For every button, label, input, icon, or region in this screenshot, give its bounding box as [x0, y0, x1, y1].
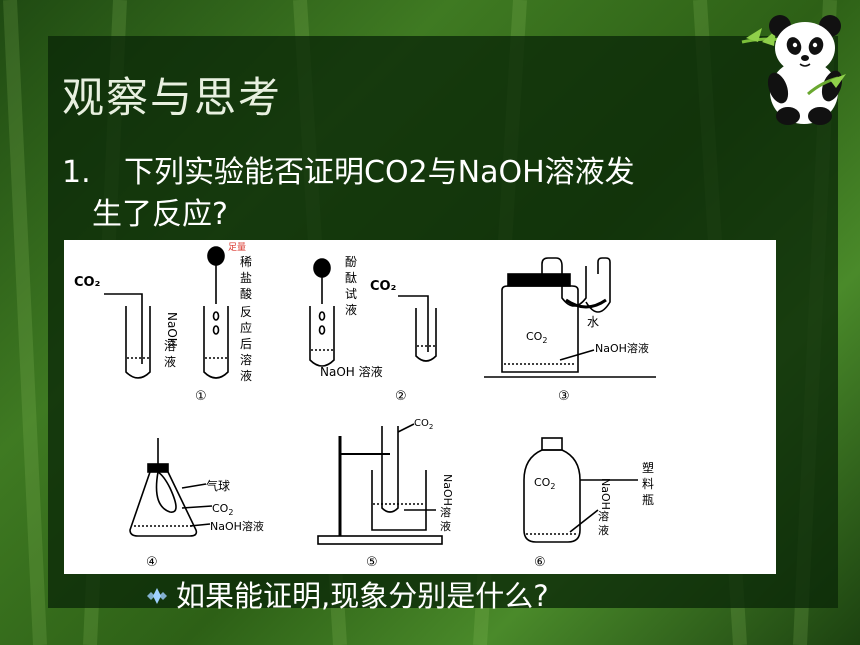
- exp6-ping: 瓶: [642, 493, 654, 507]
- exp2-test-tube-2: [415, 308, 437, 362]
- question-line-2: 生了反应?: [92, 197, 228, 232]
- exp4-leader-2: [181, 505, 213, 509]
- exp1-zuliang-label: 足量: [228, 242, 246, 253]
- exp2-naoh-label: NaOH 溶液: [320, 364, 383, 379]
- exp1-ye-2: 液: [240, 368, 252, 383]
- exp5-co2-sub: 2: [429, 423, 433, 431]
- follow-up-text: 如果能证明,现象分别是什么?: [176, 579, 549, 613]
- exp4-stopper: [147, 463, 169, 473]
- exp6-plastic-bottle: [523, 449, 581, 543]
- exp6-liao: 料: [642, 477, 654, 491]
- exp1-test-tube: [125, 306, 151, 379]
- exp5-co2-text: CO: [414, 418, 429, 429]
- diamond-bullet-icon: [147, 588, 167, 604]
- exp4-balloon-label: 气球: [206, 478, 230, 493]
- experiment-1: CO₂ NaOH 溶 液 足量 稀 盐 酸 反 应 后 溶: [74, 242, 252, 404]
- experiment-diagram-svg: CO₂ NaOH 溶 液 足量 稀 盐 酸 反 应 后 溶: [74, 242, 656, 570]
- exp1-hou: 后: [240, 337, 252, 351]
- exp6-co2-text: CO: [534, 476, 551, 489]
- exp2-number: ②: [395, 389, 407, 404]
- exp5-naoh-label: NaOH: [441, 474, 454, 506]
- exp1-naoh-label: NaOH: [165, 312, 179, 347]
- exp5-number: ⑤: [366, 555, 378, 570]
- exp1-gas-tube: [104, 293, 143, 364]
- question-text: 1. 下列实验能否证明CO2与NaOH溶液发 生了反应?: [62, 152, 792, 236]
- exp4-flask: [129, 471, 198, 537]
- exp1-dropper-bulb: [207, 246, 225, 266]
- experiment-4: 气球 CO2 NaOH溶液 ④: [129, 438, 264, 570]
- exp6-cap: [541, 437, 563, 451]
- exp1-xi: 稀: [240, 255, 252, 269]
- exp6-rong: 溶: [598, 509, 609, 523]
- experiment-diagram: CO₂ NaOH 溶 液 足量 稀 盐 酸 反 应 后 溶: [64, 240, 776, 574]
- exp6-su: 塑: [642, 460, 654, 475]
- exp3-water: [565, 298, 607, 309]
- exp2-tai: 酞: [345, 270, 357, 285]
- exp2-ye: 液: [345, 302, 357, 317]
- exp1-bubble-2: [212, 325, 220, 335]
- exp3-u-tube-right: [585, 257, 611, 313]
- exp1-ye: 液: [164, 354, 176, 369]
- question-line-1: 下列实验能否证明CO2与NaOH溶液发: [124, 155, 635, 190]
- exp3-leader: [559, 349, 595, 361]
- exp6-number: ⑥: [534, 555, 546, 570]
- exp5-rong: 溶: [440, 505, 451, 519]
- exp1-bubble-1: [212, 311, 220, 321]
- exp2-shi: 试: [345, 286, 357, 301]
- exp4-balloon: [155, 471, 177, 513]
- slide-title: 观察与思考: [62, 73, 283, 122]
- exp6-ye: 液: [598, 523, 609, 537]
- exp2-fen: 酚: [345, 255, 357, 269]
- exp4-number: ④: [146, 555, 158, 570]
- exp1-rong-2: 溶: [240, 352, 252, 367]
- exp5-test-tube: [381, 426, 399, 513]
- experiment-3: 水 CO2 NaOH溶液 ③: [484, 257, 656, 404]
- exp6-co2-label: CO2: [534, 476, 555, 491]
- experiment-6: CO2 NaOH 溶 液 塑 料 瓶 ⑥: [523, 437, 654, 570]
- panda-mascot-icon: [741, 15, 846, 125]
- exp1-co2-label: CO₂: [74, 275, 100, 290]
- exp4-leader-1: [181, 483, 207, 489]
- exp3-stopper: [507, 273, 571, 287]
- exp3-bottle: [501, 285, 579, 373]
- exp2-dropper-bulb: [313, 258, 331, 278]
- exp3-number: ③: [558, 389, 570, 404]
- experiment-5: CO2 NaOH 溶 液 ⑤: [317, 418, 454, 570]
- exp4-naoh-label: NaOH溶液: [210, 519, 264, 533]
- exp2-bubble-2: [318, 325, 326, 335]
- exp6-naoh-label: NaOH: [599, 478, 612, 510]
- exp1-suan: 酸: [240, 286, 252, 301]
- exp4-co2-label: CO2: [212, 502, 233, 517]
- exp1-fan: 反: [240, 305, 252, 319]
- exp6-leader-1: [569, 509, 599, 533]
- exp5-co2-label: CO2: [414, 418, 433, 431]
- exp5-ye: 液: [440, 519, 451, 533]
- exp5-beaker: [371, 470, 427, 531]
- exp2-test-tube: [309, 306, 335, 367]
- exp3-co2-text: CO: [526, 330, 543, 343]
- follow-up-question: 如果能证明,现象分别是什么?: [144, 574, 549, 618]
- experiment-2: 酚 酞 试 液 NaOH 溶液 CO₂ ②: [309, 255, 437, 404]
- exp4-co2-sub: 2: [228, 508, 233, 517]
- exp6-co2-sub: 2: [550, 482, 555, 491]
- exp3-naoh-label: NaOH溶液: [595, 341, 649, 355]
- exp4-leader-3: [189, 523, 211, 527]
- exp5-base: [317, 535, 443, 545]
- exp2-gas-tube: [398, 295, 429, 352]
- question-number: 1.: [62, 155, 91, 190]
- exp3-co2-sub: 2: [542, 336, 547, 345]
- exp2-bubble-1: [318, 311, 326, 321]
- exp1-ying: 应: [240, 320, 252, 335]
- exp4-co2-text: CO: [212, 502, 229, 515]
- exp2-co2-label: CO₂: [370, 279, 396, 294]
- exp1-number: ①: [195, 389, 207, 404]
- exp1-rong: 溶: [164, 338, 176, 353]
- exp3-water-label: 水: [587, 315, 599, 329]
- exp1-test-tube-2: [203, 306, 229, 379]
- exp1-yan: 盐: [240, 271, 252, 285]
- exp5-leader-1: [397, 423, 415, 433]
- exp3-co2-label: CO2: [526, 330, 547, 345]
